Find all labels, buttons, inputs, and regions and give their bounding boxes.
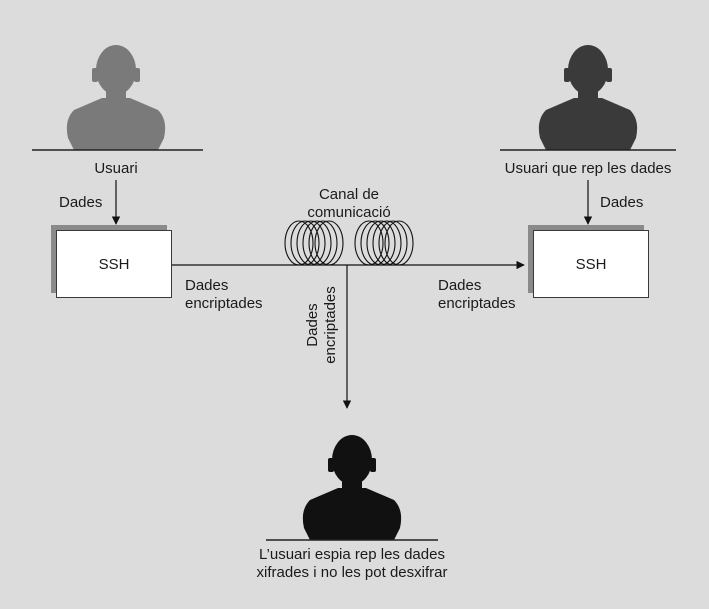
spy-person-icon [302,435,402,540]
channel-coil-icon [284,220,414,266]
sender-out-label-line2: encriptades [185,295,263,312]
channel-label: Canal de comunicació [307,186,390,222]
receiver-ssh-label: SSH [575,255,607,273]
receiver-in-label-line1: Dades [438,277,482,294]
spy-branch-label-line2: encriptades [322,286,339,364]
sender-data-label: Dades [59,194,103,211]
sender-ssh-label: SSH [98,255,130,273]
receiver-label: Usuari que rep les dades [504,160,672,177]
receiver-in-label-line2: encriptades [438,295,516,312]
receiver-in-label: Dades encriptades [438,277,516,313]
sender-ssh-box: SSH [56,230,172,298]
spy-caption: L’usuari espia rep les dades xifrades i … [257,546,448,582]
receiver-person-icon [538,45,638,150]
channel-label-line1: Canal de [318,186,380,203]
sender-out-label-line1: Dades [185,277,229,294]
receiver-ssh-box: SSH [533,230,649,298]
spy-caption-line1: L’usuari espia rep les dades [259,546,445,563]
spy-caption-line2: xifrades i no les pot desxifrar [256,564,448,581]
spy-branch-label: Dades encriptades [304,280,340,370]
receiver-data-label: Dades [600,194,644,211]
spy-branch-label-line1: Dades [304,303,321,347]
sender-out-label: Dades encriptades [185,277,263,313]
sender-person-icon [66,45,166,150]
channel-label-line2: comunicació [307,204,391,221]
sender-label: Usuari [94,160,138,177]
